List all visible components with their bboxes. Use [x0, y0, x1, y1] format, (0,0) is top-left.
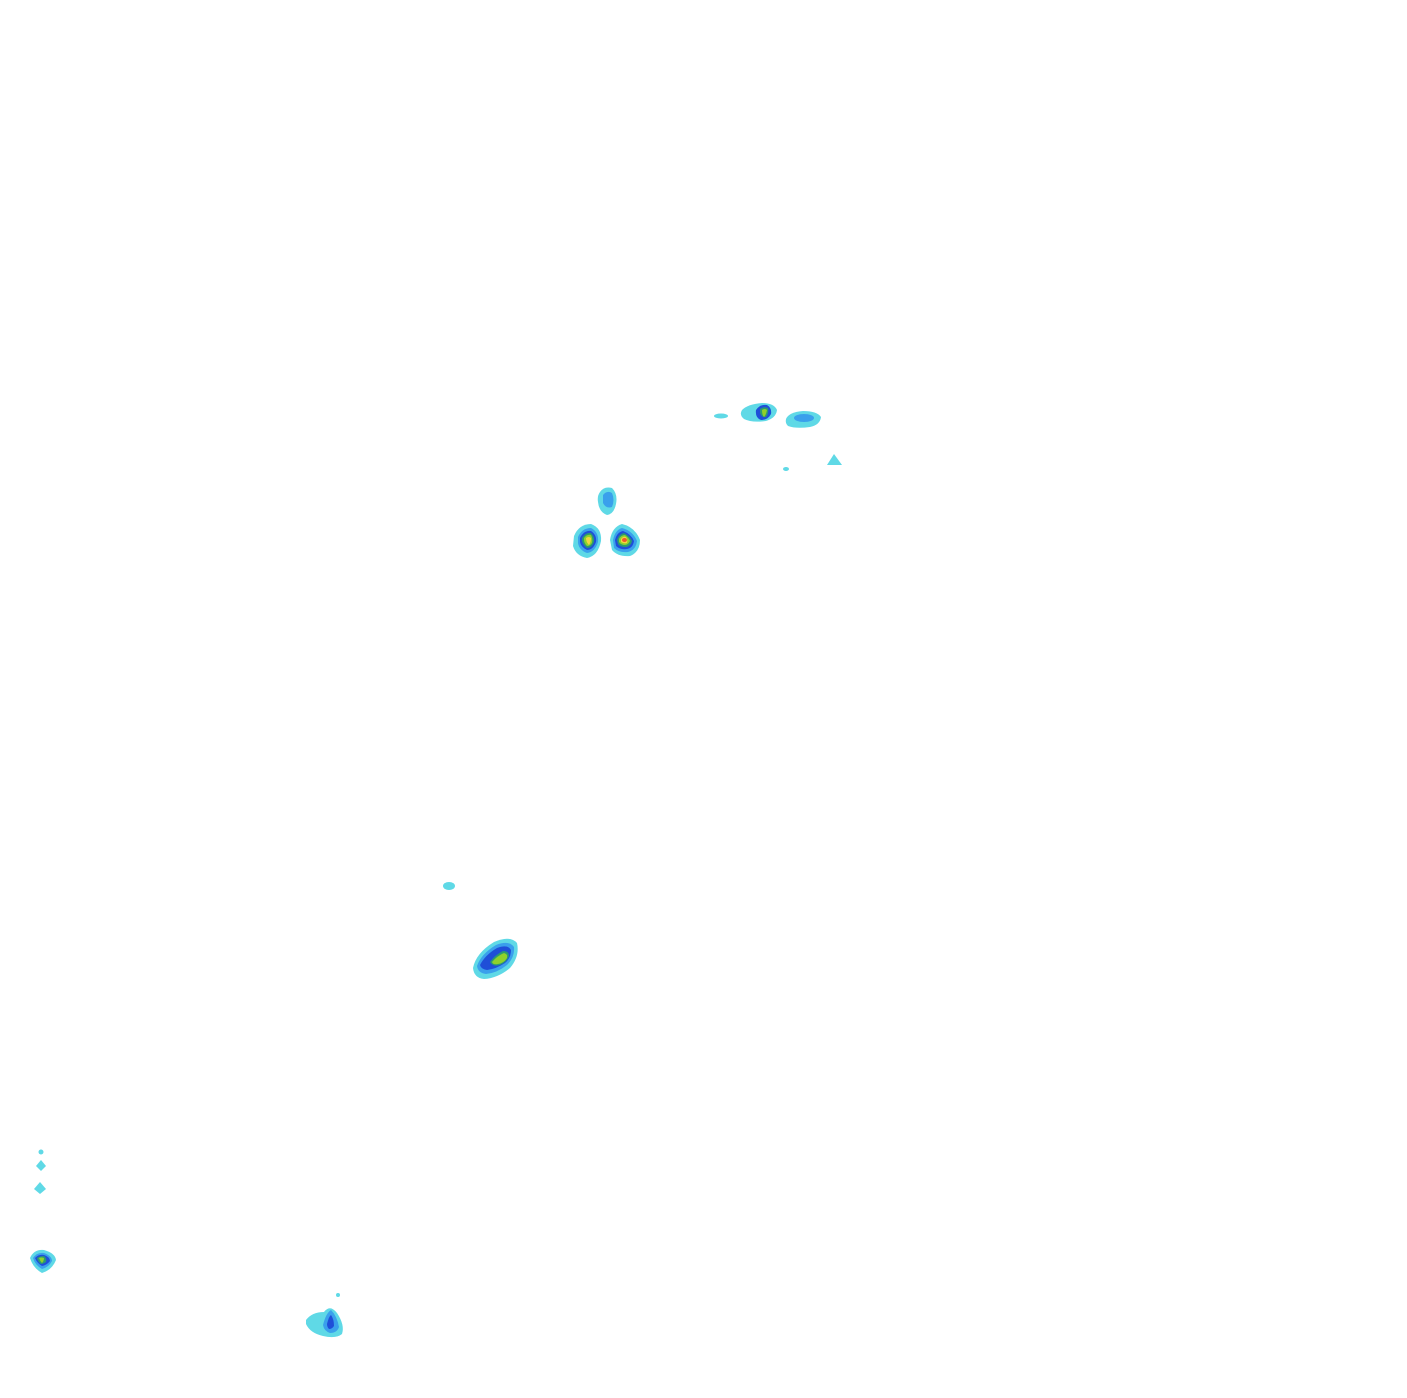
contour-level-1 [336, 1293, 340, 1297]
cell-center-west [573, 524, 602, 558]
contour-level-2 [794, 414, 814, 422]
contour-level-2 [603, 491, 614, 508]
speck-southwest-2 [36, 1160, 46, 1171]
speck-middle-west [443, 882, 455, 890]
cell-south-bottom [306, 1293, 343, 1338]
contour-level-5 [39, 1257, 44, 1263]
speck-southwest-1 [38, 1149, 44, 1155]
speck-southwest-3 [34, 1182, 46, 1194]
cluster-northeast-center [740, 403, 777, 422]
cluster-northeast-west-speck [714, 413, 728, 419]
cell-southwest-edge [30, 1249, 56, 1273]
contour-level-5 [492, 953, 508, 965]
contour-level-1 [827, 454, 842, 465]
contour-level-3 [327, 1315, 334, 1329]
contour-level-1 [38, 1149, 44, 1155]
cell-center-east [610, 524, 640, 557]
contour-level-1 [783, 467, 789, 471]
contour-level-1 [34, 1182, 46, 1194]
contour-level-6 [586, 537, 591, 545]
contour-level-1 [443, 882, 455, 890]
contour-level-1 [714, 413, 728, 419]
cell-south-central [473, 938, 518, 979]
speck-northeast-small [783, 467, 789, 471]
cell-center-north [597, 487, 617, 515]
contour-level-5 [762, 409, 767, 417]
contour-level-1 [36, 1160, 46, 1171]
cluster-northeast-east [785, 411, 821, 428]
speck-northeast-triangle [827, 454, 842, 465]
contour-level-7 [622, 538, 627, 542]
